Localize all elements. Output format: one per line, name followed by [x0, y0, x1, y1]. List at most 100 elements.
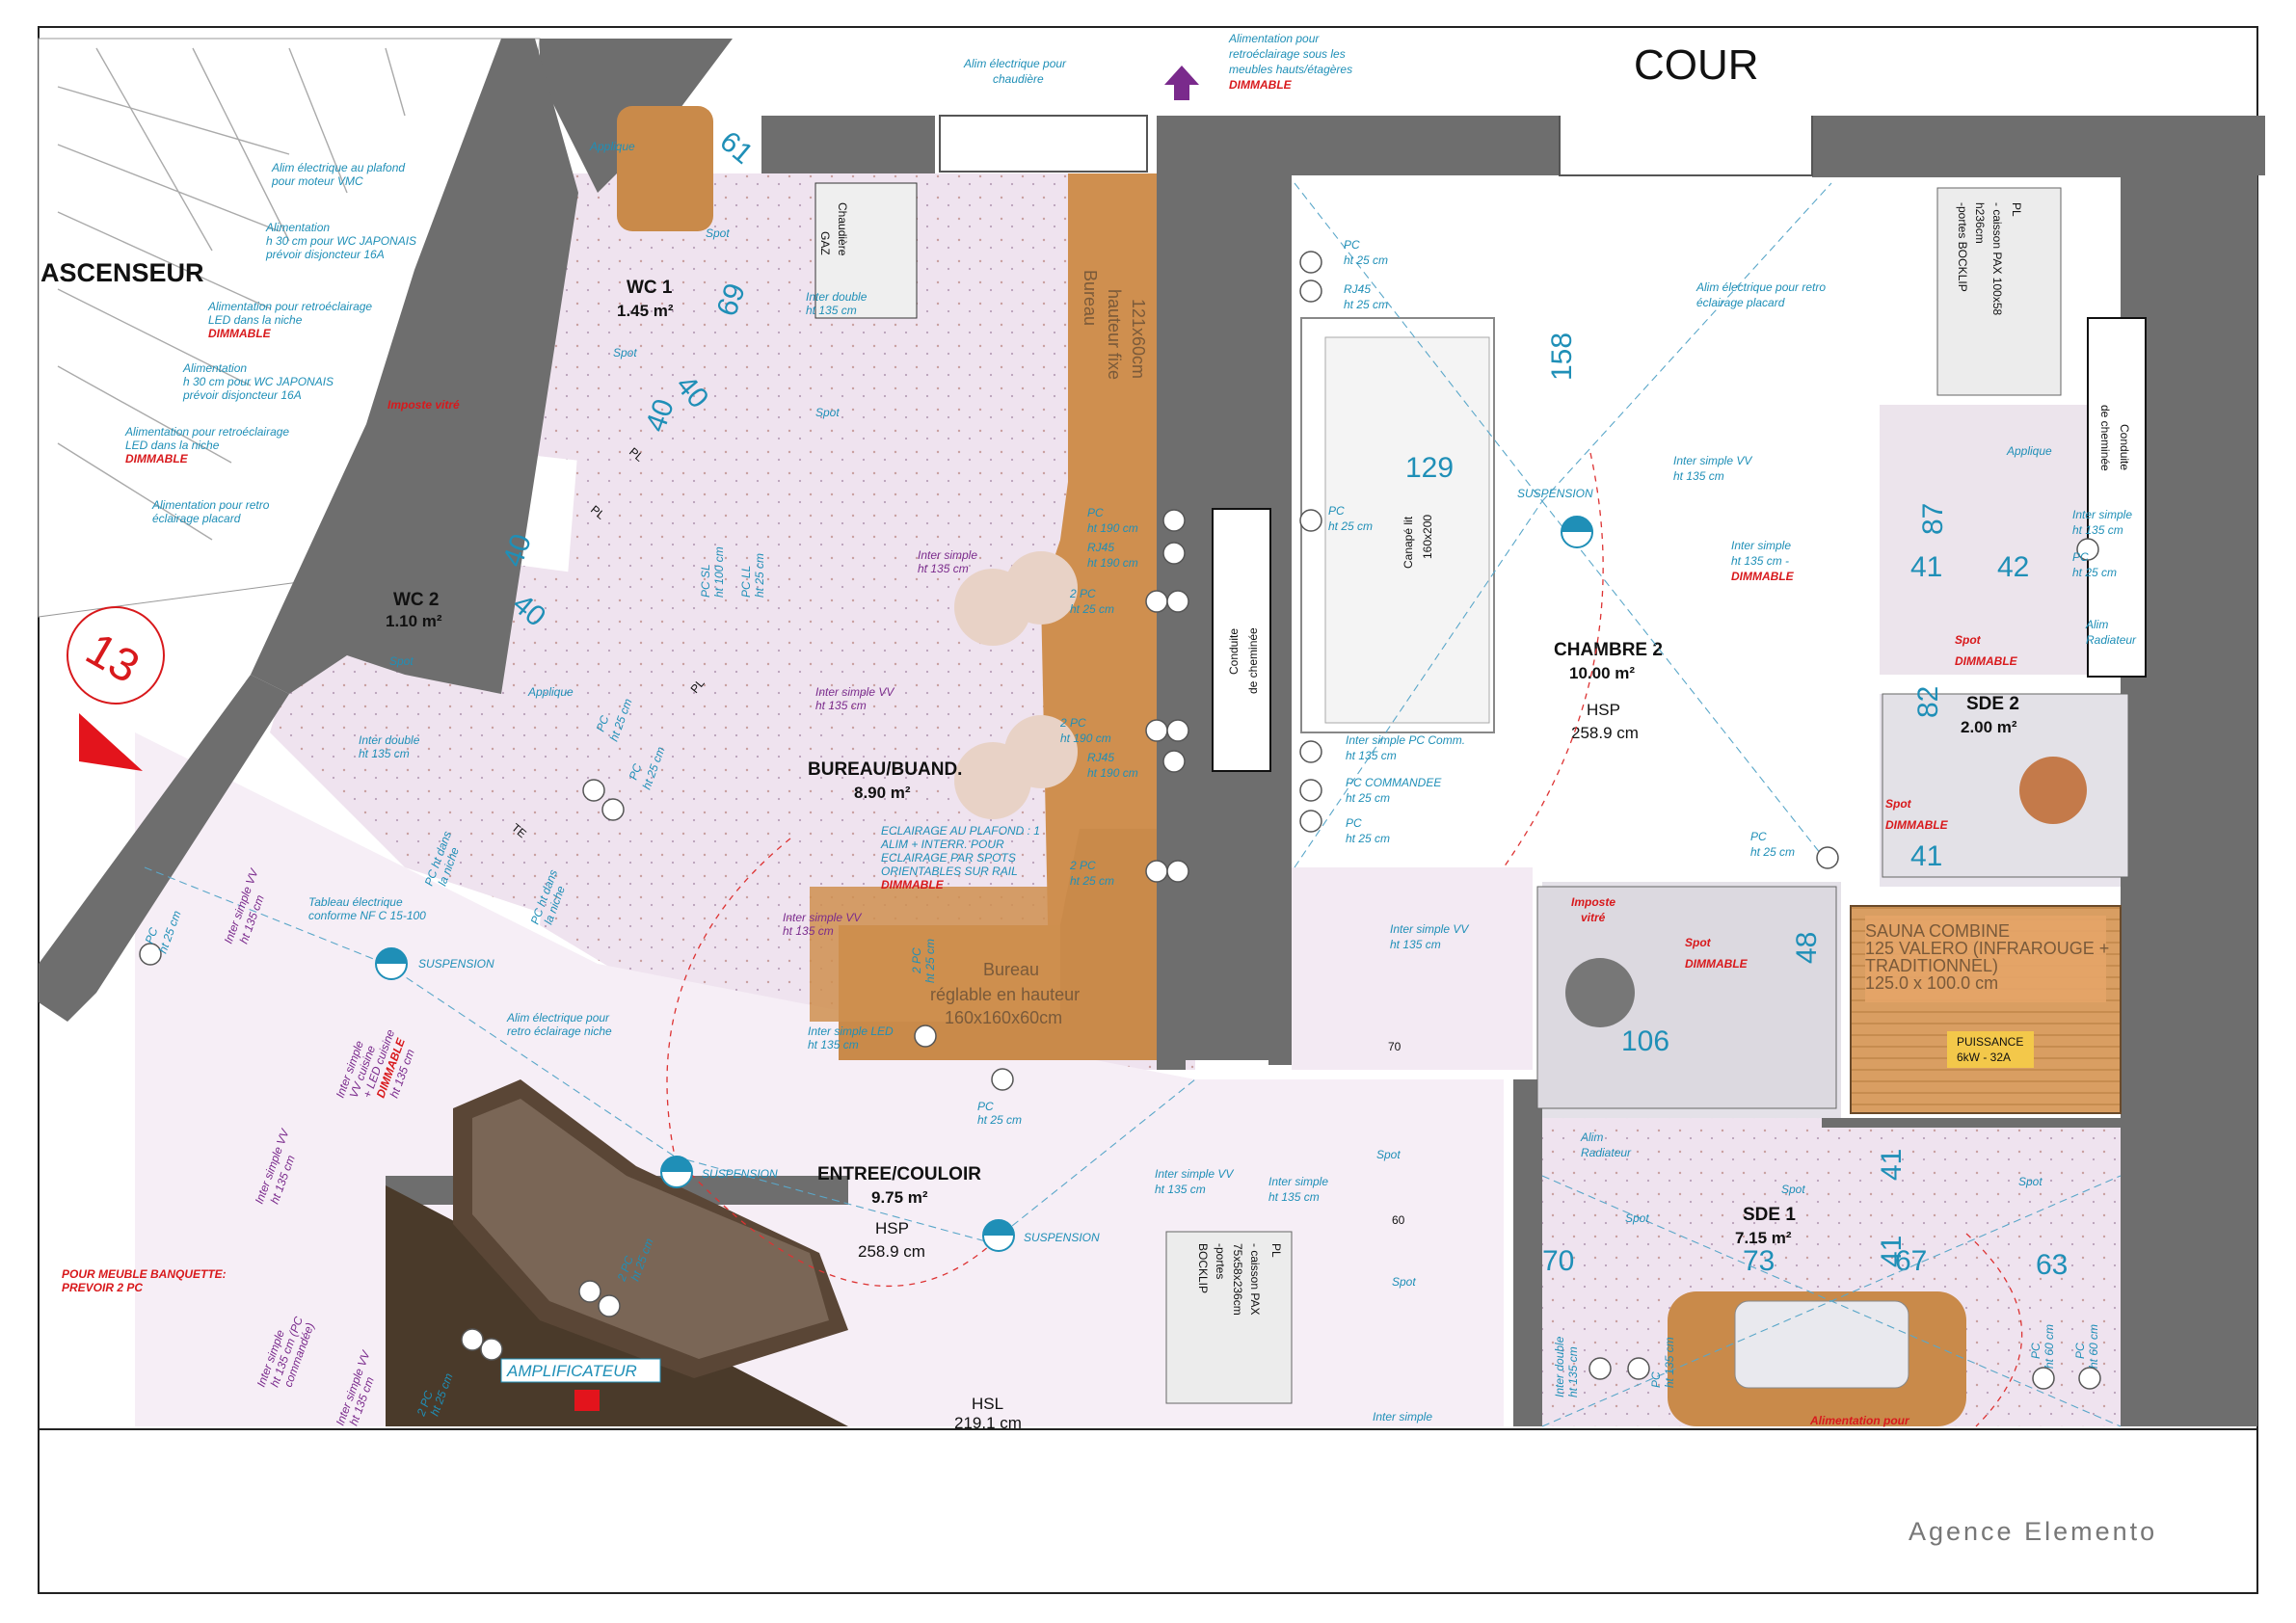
svg-text:ht 135 cm: ht 135 cm: [808, 1038, 859, 1051]
svg-text:41: 41: [1910, 551, 1942, 583]
svg-text:ht 135 cm: ht 135 cm: [918, 562, 969, 575]
svg-text:PC LL: PC LL: [739, 566, 753, 598]
svg-text:61: 61: [714, 125, 760, 171]
sde1-name: SDE 1: [1743, 1205, 1796, 1225]
desk-fixed-label-1: Bureau: [1081, 270, 1100, 326]
svg-text:Inter simple VV: Inter simple VV: [1673, 454, 1752, 467]
svg-text:Inter simple LED: Inter simple LED: [808, 1024, 894, 1038]
svg-text:Inter double: Inter double: [806, 290, 868, 304]
svg-text:retroéclairage sous les: retroéclairage sous les: [1229, 47, 1346, 61]
svg-text:Spot: Spot: [1376, 1148, 1401, 1161]
svg-text:Tableau électrique: Tableau électrique: [308, 895, 403, 909]
svg-text:ht 25 cm: ht 25 cm: [1346, 791, 1390, 805]
svg-text:PC: PC: [594, 713, 612, 733]
svg-text:éclairage placard: éclairage placard: [1696, 296, 1785, 309]
svg-text:ht 25 cm: ht 25 cm: [753, 553, 766, 598]
svg-text:ht 190 cm: ht 190 cm: [1087, 556, 1138, 570]
svg-text:ALIM + INTERR. POUR: ALIM + INTERR. POUR: [880, 838, 1004, 851]
svg-text:DIMMABLE: DIMMABLE: [125, 452, 189, 466]
svg-text:Spot: Spot: [1392, 1275, 1416, 1289]
wc1-name: WC 1: [627, 278, 673, 298]
svg-text:-portes BOCKLIP: -portes BOCKLIP: [1956, 202, 1969, 292]
svg-text:Canapé lit: Canapé lit: [1402, 516, 1415, 569]
svg-text:2 PC: 2 PC: [1069, 859, 1096, 872]
svg-text:2 PC: 2 PC: [1059, 716, 1086, 730]
amplifier: AMPLIFICATEUR: [500, 1358, 661, 1411]
svg-text:Inter simple VV: Inter simple VV: [1390, 922, 1469, 936]
svg-text:ht 25 cm: ht 25 cm: [1750, 845, 1795, 859]
wc2-name: WC 2: [393, 590, 440, 610]
svg-text:PC: PC: [977, 1100, 994, 1113]
svg-text:retro éclairage niche: retro éclairage niche: [507, 1024, 612, 1038]
svg-text:PC SL: PC SL: [699, 564, 712, 598]
svg-text:DIMMABLE: DIMMABLE: [1685, 957, 1749, 971]
svg-text:ht 60 cm: ht 60 cm: [2087, 1324, 2100, 1369]
electrical-lines: [144, 182, 2122, 1427]
svg-text:PC: PC: [627, 761, 645, 782]
svg-text:Alimentation pour retro: Alimentation pour retro: [151, 498, 270, 512]
svg-text:Alim électrique pour: Alim électrique pour: [506, 1011, 610, 1024]
svg-text:Inter simple VV: Inter simple VV: [783, 911, 862, 924]
desk-adj-label-2: réglable en hauteur: [930, 985, 1080, 1004]
svg-text:PC: PC: [2073, 1343, 2087, 1359]
svg-text:- caisson PAX 100x58: - caisson PAX 100x58: [1990, 202, 2004, 316]
bathtub: [1668, 1291, 1966, 1426]
svg-text:Inter simple VV: Inter simple VV: [1155, 1167, 1234, 1181]
desk-fixed-label-3: 121x60cm: [1129, 299, 1148, 379]
svg-text:PL: PL: [2010, 202, 2023, 217]
svg-text:Alim électrique pour: Alim électrique pour: [963, 57, 1067, 70]
svg-text:125.0 x 100.0 cm: 125.0 x 100.0 cm: [1865, 973, 1998, 993]
wardrobe-2: PL - caisson PAX 75x58x236cm -portes BOC…: [1165, 1231, 1293, 1404]
svg-text:ht 135 cm: ht 135 cm: [1390, 938, 1441, 951]
boiler: Chaudière GAZ: [814, 182, 918, 319]
svg-text:PUISSANCE: PUISSANCE: [1957, 1035, 2023, 1049]
svg-text:Spot: Spot: [1955, 633, 1982, 647]
chambre2-area: 10.00 m²: [1569, 664, 1635, 682]
wc1-area: 1.45 m²: [617, 302, 674, 320]
svg-text:ht 190 cm: ht 190 cm: [1087, 766, 1138, 780]
svg-text:meubles hauts/étagères: meubles hauts/étagères: [1229, 63, 1352, 76]
desk-adjustable: [810, 829, 1188, 1060]
svg-text:70: 70: [1542, 1245, 1574, 1277]
svg-text:41: 41: [1876, 1236, 1908, 1267]
svg-text:PC: PC: [1344, 238, 1360, 252]
svg-text:Conduite: Conduite: [2118, 424, 2131, 470]
svg-text:RJ45: RJ45: [1087, 751, 1114, 764]
svg-text:Alimentation pour retroéclaira: Alimentation pour retroéclairage: [124, 425, 289, 439]
hsl-height: 219.1 cm: [954, 1414, 1022, 1432]
svg-text:160x200: 160x200: [1421, 515, 1434, 559]
svg-text:Alimentation: Alimentation: [265, 221, 330, 234]
hsl-label: HSL: [972, 1395, 1003, 1413]
chimney-conduit-2: Conduite de cheminée: [2087, 317, 2147, 678]
svg-text:ht 135 cm: ht 135 cm: [1155, 1183, 1206, 1196]
svg-text:DIMMABLE: DIMMABLE: [881, 878, 945, 891]
suspension-icon: [1561, 516, 1593, 548]
svg-text:Inter simple PC Comm.: Inter simple PC Comm.: [1346, 733, 1465, 747]
desk-adj-label-3: 160x160x60cm: [945, 1008, 1062, 1027]
svg-text:Conduite: Conduite: [1227, 628, 1241, 675]
svg-text:de cheminée: de cheminée: [2098, 405, 2112, 471]
svg-text:ht 25 cm: ht 25 cm: [977, 1113, 1022, 1127]
svg-text:Applique: Applique: [527, 685, 574, 699]
svg-text:ht 135 cm -: ht 135 cm -: [1731, 554, 1789, 568]
svg-text:Imposte: Imposte: [1571, 895, 1615, 909]
svg-text:ht 135 cm: ht 135 cm: [1566, 1346, 1580, 1397]
svg-text:ht 60 cm: ht 60 cm: [2042, 1324, 2056, 1369]
svg-text:Spot: Spot: [1625, 1211, 1649, 1225]
svg-text:h 30 cm pour WC JAPONAIS: h 30 cm pour WC JAPONAIS: [266, 234, 416, 248]
svg-text:prévoir disjoncteur 16A: prévoir disjoncteur 16A: [265, 248, 385, 261]
up-arrow-icon: [1164, 66, 1199, 100]
svg-text:Spot: Spot: [613, 346, 637, 359]
svg-text:Imposte vitré: Imposte vitré: [387, 398, 460, 412]
svg-text:ht 25 cm: ht 25 cm: [2072, 566, 2117, 579]
svg-text:ht 25 cm: ht 25 cm: [1070, 602, 1114, 616]
svg-text:Alim: Alim: [1580, 1131, 1603, 1144]
svg-text:ht 25 cm: ht 25 cm: [923, 939, 937, 983]
desk-adj-label-1: Bureau: [983, 960, 1039, 979]
svg-text:Inter simple: Inter simple: [1731, 539, 1791, 552]
svg-text:106: 106: [1621, 1025, 1669, 1057]
svg-text:Radiateur: Radiateur: [2086, 633, 2137, 647]
svg-text:Spot: Spot: [1685, 936, 1712, 949]
banquette: [453, 1079, 848, 1378]
courtyard: [1166, 39, 2227, 116]
